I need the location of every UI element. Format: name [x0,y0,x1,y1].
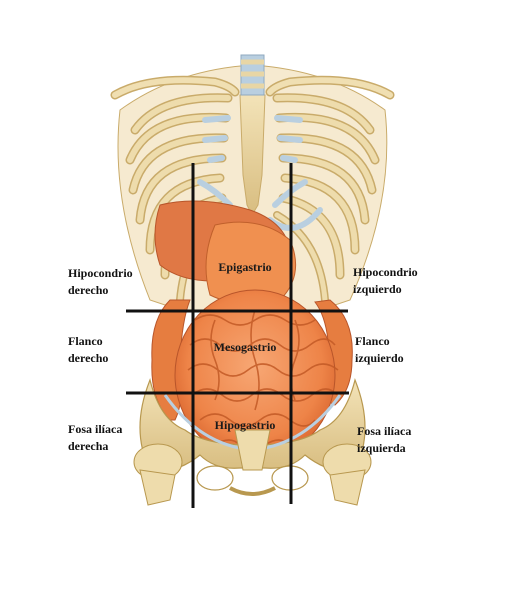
label-mesogastrio: Mesogastrio [213,340,277,354]
abdominal-organs [151,200,353,461]
pelvis-skeleton [133,378,372,506]
label-hipocondrio-izquierdo: Hipocondrio izquierdo [353,265,418,296]
region-grid [126,163,349,508]
label-fosa-iliaca-derecha: Fosa ilíaca derecha [68,422,123,453]
label-hipogastrio: Hipogastrio [214,418,276,432]
label-flanco-izquierdo: Flanco izquierdo [355,334,404,365]
label-fosa-iliaca-izquierda: Fosa ilíaca izquierda [357,424,412,455]
label-epigastrio: Epigastrio [218,260,272,274]
label-flanco-derecho: Flanco derecho [68,334,109,365]
label-hipocondrio-derecho: Hipocondrio derecho [68,266,133,297]
